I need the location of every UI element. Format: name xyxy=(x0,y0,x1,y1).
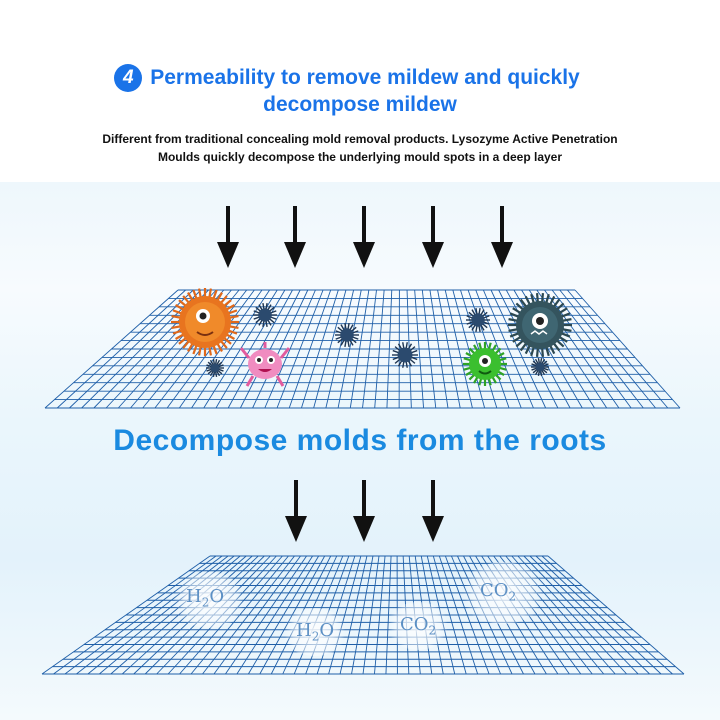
spore-icon xyxy=(253,303,277,327)
spore-icon xyxy=(335,323,359,347)
spore-icon xyxy=(466,308,490,332)
down-arrow-icon xyxy=(422,206,444,268)
down-arrow-icon xyxy=(284,206,306,268)
section-heading: Decompose molds from the roots xyxy=(113,424,607,457)
headline-line2: decompose mildew xyxy=(263,93,457,116)
spore-icon xyxy=(206,303,549,377)
subtitle: Different from traditional concealing mo… xyxy=(0,130,720,166)
top-arrows xyxy=(0,206,720,276)
bottom-arrows xyxy=(0,480,720,550)
spore-icon xyxy=(531,358,549,376)
mesh-grid-bottom xyxy=(41,555,685,675)
mesh-grid-top xyxy=(44,288,681,409)
mold-dark-icon xyxy=(508,293,572,357)
down-arrow-icon xyxy=(353,480,375,542)
subtitle-line2: Moulds quickly decompose the underlying … xyxy=(157,150,563,164)
molecule-co2: CO2 xyxy=(460,562,546,624)
down-arrow-icon xyxy=(285,480,307,542)
spore-icon xyxy=(392,342,418,368)
down-arrow-icon xyxy=(491,206,513,268)
molecule-h2o: H2O xyxy=(172,572,246,628)
down-arrow-icon xyxy=(353,206,375,268)
headline: 4 Permeability to remove mildew and quic… xyxy=(0,64,720,118)
step-badge: 4 xyxy=(114,64,143,92)
molecule-h2o: H2O xyxy=(282,608,348,656)
subtitle-line1: Different from traditional concealing mo… xyxy=(102,132,618,146)
down-arrow-icon xyxy=(217,206,239,268)
mold-pink-icon xyxy=(239,342,291,387)
spore-icon xyxy=(206,359,224,377)
background-band xyxy=(0,182,720,720)
grid-lines xyxy=(41,555,685,675)
mold-green-icon xyxy=(463,342,507,386)
mold-orange-icon xyxy=(171,288,239,356)
molecule-co2: CO2 xyxy=(386,602,450,650)
headline-line1: Permeability to remove mildew and quickl… xyxy=(150,66,580,89)
down-arrow-icon xyxy=(422,480,444,542)
grid-lines xyxy=(44,289,681,409)
